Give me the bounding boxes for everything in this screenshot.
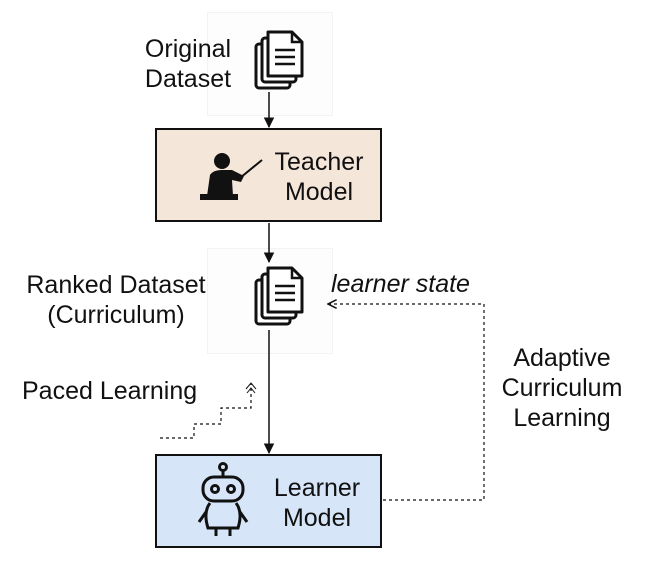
- robot-icon: [197, 462, 249, 536]
- adaptive-feedback-arrow: [328, 304, 485, 501]
- learner-state-label: learner state: [331, 270, 470, 298]
- original-dataset-icon: [254, 30, 304, 90]
- pacing-arrowhead-icon: [245, 382, 257, 394]
- staircase-icon: [160, 384, 252, 439]
- learner-model-box: [155, 454, 382, 548]
- learner-line2: Model: [282, 504, 352, 532]
- teacher-line2: Model: [284, 178, 354, 206]
- original-dataset-line1: Original: [144, 35, 232, 63]
- adaptive-curriculum-label: Adaptive Curriculum Learning: [492, 343, 632, 433]
- original-dataset-line2: Dataset: [144, 65, 232, 93]
- teacher-icon: [200, 153, 263, 200]
- ranked-line1: Ranked Dataset: [26, 271, 206, 299]
- ranked-dataset-icon: [254, 266, 304, 326]
- teacher-model-box: [155, 128, 382, 222]
- teacher-model-label: Teacher Model: [264, 147, 374, 207]
- adaptive-line3: Learning: [513, 404, 611, 432]
- teacher-line1: Teacher: [274, 148, 364, 176]
- adaptive-line2: Curriculum: [501, 374, 623, 402]
- ranked-dataset-label: Ranked Dataset (Curriculum): [12, 270, 220, 330]
- paced-learning-label: Paced Learning: [22, 377, 198, 405]
- adaptive-line1: Adaptive: [513, 344, 611, 372]
- learner-model-label: Learner Model: [262, 473, 372, 533]
- learner-line1: Learner: [273, 474, 361, 502]
- original-dataset-label: Original Dataset: [128, 34, 248, 94]
- ranked-line2: (Curriculum): [47, 301, 185, 329]
